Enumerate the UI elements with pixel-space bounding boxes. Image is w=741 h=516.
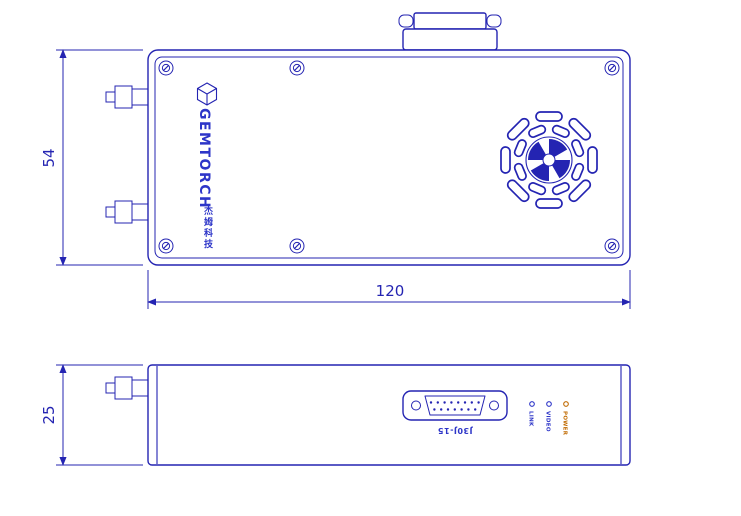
screw-icon <box>158 60 174 76</box>
dsub-connector-front-icon <box>402 390 508 421</box>
coax-connector-top-1 <box>105 85 149 109</box>
led-link-label: LINK <box>528 411 534 427</box>
dimension-top-height: 54 <box>40 49 143 266</box>
dimension-value: 54 <box>40 148 58 167</box>
top-view: GEMTORCH <box>105 12 631 266</box>
dimension-value: 25 <box>40 405 58 424</box>
logo: GEMTORCH <box>196 82 218 209</box>
dsub-connector-top-icon <box>398 12 502 51</box>
front-view: J30J-15 LINK VIDEO POWER <box>105 364 631 466</box>
screw-icon <box>158 238 174 254</box>
screw-icon <box>604 238 620 254</box>
gem-icon <box>196 82 218 106</box>
screw-icon <box>604 60 620 76</box>
dimension-value: 120 <box>376 282 405 300</box>
top-view-inner-panel <box>154 56 624 259</box>
coax-connector-top-2 <box>105 200 149 224</box>
logo-chinese-text: 杰姆科技 <box>202 206 212 250</box>
led-power <box>563 401 569 407</box>
led-link <box>529 401 535 407</box>
connector-label: J30J-15 <box>437 426 473 435</box>
front-view-outline <box>147 364 631 466</box>
screw-icon <box>289 60 305 76</box>
logo-text: GEMTORCH <box>196 108 212 209</box>
screw-icon <box>289 238 305 254</box>
led-video-label: VIDEO <box>545 411 551 432</box>
led-video <box>546 401 552 407</box>
fan-vent-icon <box>500 111 598 209</box>
led-indicators: LINK VIDEO POWER <box>528 401 569 436</box>
dimension-top-width: 120 <box>147 270 631 309</box>
dimension-front-height: 25 <box>40 364 143 466</box>
led-power-label: POWER <box>562 411 568 436</box>
coax-connector-front <box>105 376 149 400</box>
